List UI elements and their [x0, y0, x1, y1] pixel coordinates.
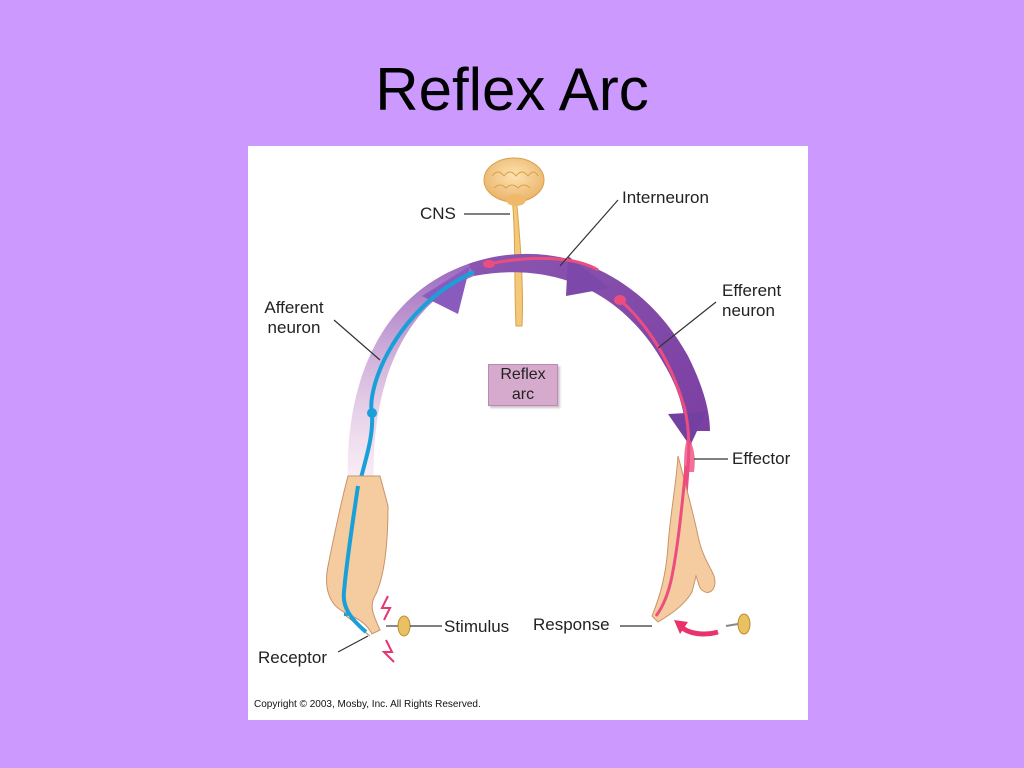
pain-bolt-icon-2	[381, 639, 395, 663]
effector-label: Effector	[732, 449, 791, 468]
stimulus-tack-icon	[386, 615, 411, 637]
pain-bolt-icon	[380, 595, 392, 621]
interneuron-path	[487, 256, 599, 272]
copyright-notice: Copyright © 2003, Mosby, Inc. All Rights…	[254, 699, 481, 710]
reflex-arc-figure: CNS Interneuron Afferent neuron Efferent…	[248, 146, 808, 720]
arc-left	[347, 264, 474, 486]
response-arrow-icon	[678, 624, 719, 637]
receptor-label: Receptor	[258, 648, 327, 667]
interneuron-leader	[559, 199, 619, 267]
slide-title: Reflex Arc	[375, 56, 649, 123]
reflex-arc-illustration	[326, 157, 751, 663]
receptor-leader	[337, 635, 369, 653]
interneuron-label: Interneuron	[622, 188, 709, 207]
reflex-arc-box: Reflex arc	[488, 364, 558, 406]
efferent-neuron-label: Efferent neuron	[722, 281, 782, 320]
response-label: Response	[533, 615, 610, 634]
stimulus-label: Stimulus	[444, 617, 510, 636]
brain-icon	[483, 157, 545, 206]
arrowhead-interneuron	[566, 256, 610, 296]
cns-label: CNS	[420, 204, 456, 223]
afferent-leader	[333, 319, 381, 361]
effector-muscle	[684, 436, 695, 472]
response-tack-icon	[725, 613, 751, 635]
afferent-in-hand	[341, 485, 368, 634]
efferent-in-hand	[654, 465, 688, 617]
efferent-leader	[657, 301, 717, 349]
right-hand	[651, 455, 716, 623]
afferent-neuron-label: Afferent neuron	[264, 298, 324, 337]
